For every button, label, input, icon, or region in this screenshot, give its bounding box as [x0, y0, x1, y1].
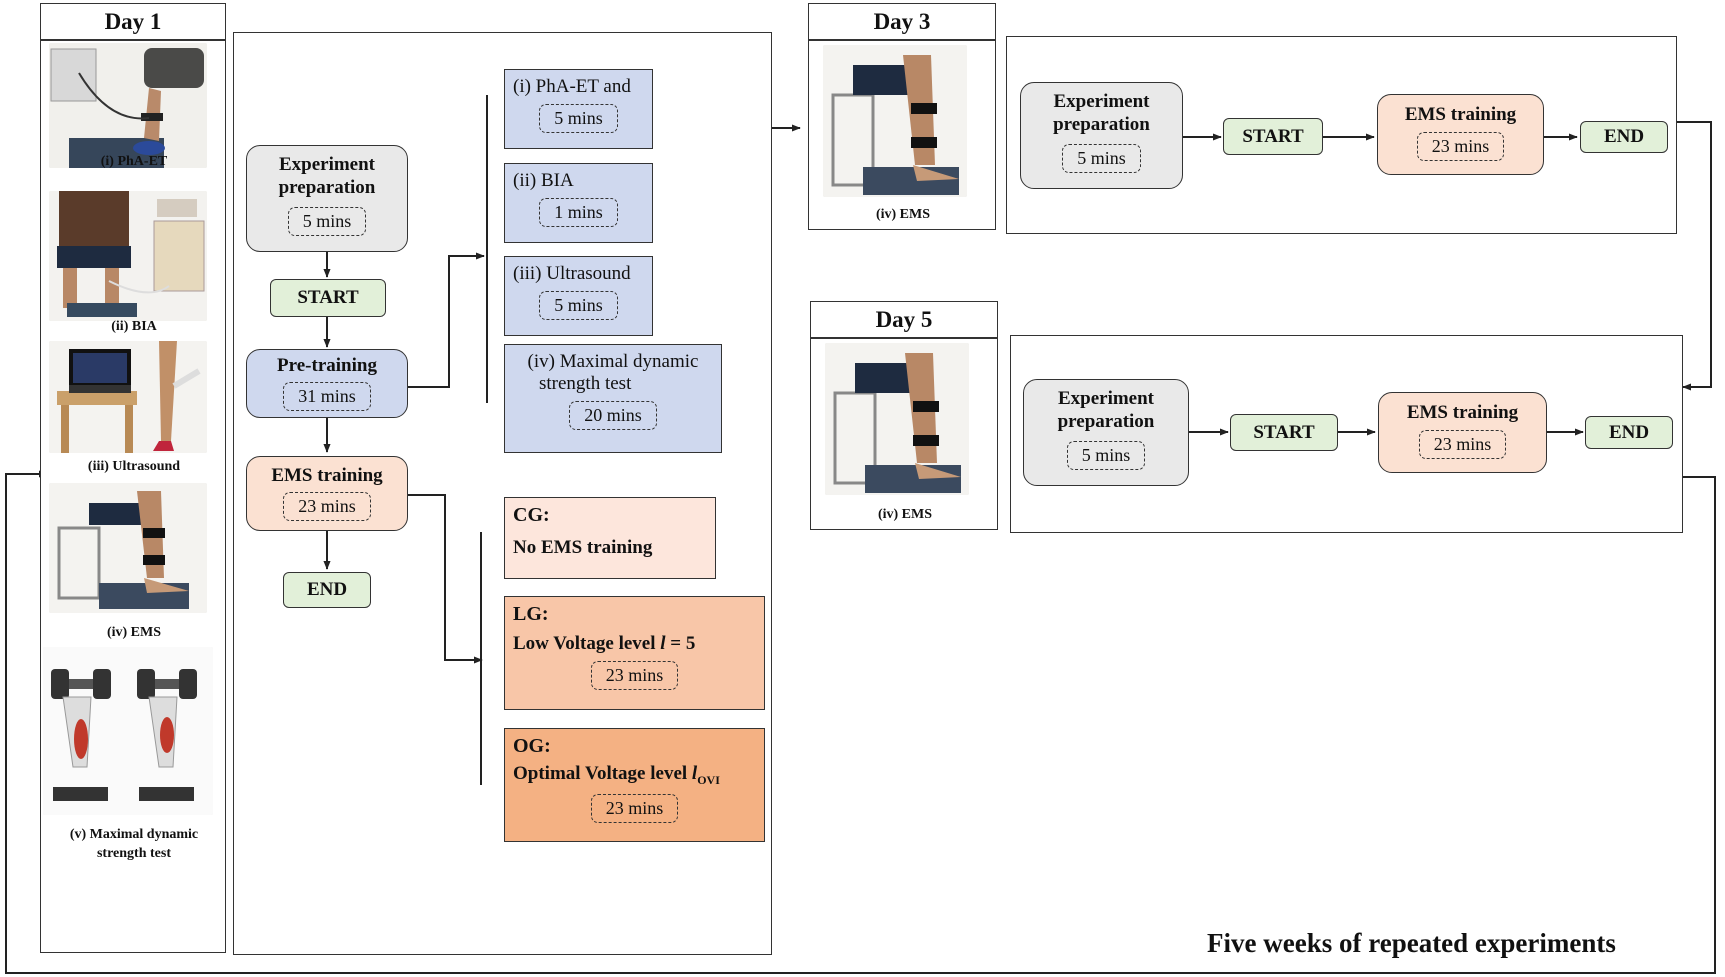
group-og-duration: 23 mins — [590, 793, 679, 823]
day1-start: START — [270, 279, 386, 317]
pretest-ultrasound: (iii) Ultrasound 5 mins — [504, 256, 653, 336]
ultrasound-photo — [49, 341, 207, 453]
pretest-strength-duration: 20 mins — [569, 401, 657, 430]
bia-photo — [49, 191, 207, 321]
pretest-bia: (ii) BIA 1 mins — [504, 163, 653, 243]
day3-end: END — [1580, 121, 1668, 153]
day1-pre-training: Pre-training 31 mins — [246, 349, 408, 418]
pretest-ultrasound-label: (iii) Ultrasound — [513, 263, 631, 284]
pretest-phaet-label: (i) PhA-ET and — [513, 76, 631, 97]
day3-prep-line1: Experiment — [1053, 91, 1150, 112]
ultrasound-caption: (iii) Ultrasound — [87, 459, 181, 474]
ems-training-label: EMS training — [271, 465, 383, 486]
day5-title: Day 5 — [810, 301, 998, 338]
strength-test-illustration — [43, 647, 213, 815]
day5-ems-training-label: EMS training — [1406, 402, 1519, 423]
day3-ems-training-label: EMS training — [1404, 104, 1517, 125]
ems-photo — [49, 483, 207, 613]
pretest-strength: (iv) Maximal dynamic strength test 20 mi… — [504, 344, 722, 453]
group-lg-duration: 23 mins — [590, 661, 679, 690]
bia-caption: (ii) BIA — [111, 319, 157, 334]
day1-flow-frame — [233, 32, 772, 955]
day1-end: END — [283, 572, 371, 608]
day3-photo-frame: (iv) EMS — [808, 40, 996, 230]
day5-ems-photo — [825, 343, 969, 495]
prep-duration: 5 mins — [287, 207, 367, 237]
day3-caption: (iv) EMS — [875, 207, 931, 222]
pretraining-label: Pre-training — [277, 355, 377, 376]
day3-ems-training-duration: 23 mins — [1416, 132, 1505, 162]
strength-caption-line1: (v) Maximal dynamic — [69, 827, 199, 842]
day5-ems-training: EMS training 23 mins — [1378, 392, 1547, 473]
day5-experiment-preparation: Experiment preparation 5 mins — [1023, 379, 1189, 486]
pretest-bia-duration: 1 mins — [539, 198, 618, 227]
group-og: OG: Optimal Voltage level lOVI 23 mins — [504, 728, 765, 842]
day3-start: START — [1223, 118, 1323, 155]
strength-caption-line2: strength test — [96, 846, 171, 861]
day3-prep-line2: preparation — [1053, 114, 1150, 136]
group-og-code: OG: — [513, 735, 551, 757]
pretest-ultrasound-duration: 5 mins — [539, 291, 618, 320]
group-cg: CG: No EMS training — [504, 497, 716, 579]
phaet-caption: (i) PhA-ET — [100, 154, 168, 169]
day1-title: Day 1 — [40, 3, 226, 40]
day1-experiment-preparation: Experiment preparation 5 mins — [246, 145, 408, 252]
group-og-desc: Optimal Voltage level lOVI — [513, 763, 720, 787]
day5-prep-duration: 5 mins — [1066, 441, 1146, 471]
repeat-caption: Five weeks of repeated experiments — [1207, 928, 1616, 958]
day5-ems-training-duration: 23 mins — [1418, 430, 1507, 460]
day3-experiment-preparation: Experiment preparation 5 mins — [1020, 82, 1183, 189]
group-lg-desc: Low Voltage level l = 5 — [513, 633, 696, 654]
group-cg-code: CG: — [513, 504, 550, 526]
day3-flow-frame — [1006, 36, 1677, 234]
day5-prep-line2: preparation — [1057, 411, 1155, 433]
day5-flow-frame — [1010, 335, 1683, 533]
pretest-strength-label-line1: (iv) Maximal dynamic — [527, 351, 699, 372]
ems-caption: (iv) EMS — [106, 625, 162, 640]
day3-ems-training: EMS training 23 mins — [1377, 94, 1544, 175]
group-lg: LG: Low Voltage level l = 5 23 mins — [504, 596, 765, 710]
pretest-strength-label-line2: strength test — [539, 373, 632, 394]
group-cg-desc: No EMS training — [513, 537, 653, 558]
pretest-phaet-duration: 5 mins — [539, 104, 618, 133]
pretest-phaet: (i) PhA-ET and 5 mins — [504, 69, 653, 149]
day3-prep-duration: 5 mins — [1062, 144, 1141, 174]
pretest-bia-label: (ii) BIA — [513, 170, 574, 191]
pretraining-duration: 31 mins — [283, 382, 371, 412]
day3-ems-photo — [823, 45, 967, 197]
day1-ems-training: EMS training 23 mins — [246, 456, 408, 531]
day3-title: Day 3 — [808, 3, 996, 40]
day1-photo-column: (i) PhA-ET (ii) BIA (iii) Ult — [40, 40, 226, 953]
ems-training-duration: 23 mins — [283, 492, 371, 522]
group-lg-code: LG: — [513, 603, 549, 625]
day5-prep-line1: Experiment — [1057, 388, 1155, 409]
day5-caption: (iv) EMS — [877, 507, 933, 522]
prep-label-line2: preparation — [278, 177, 376, 199]
day5-start: START — [1230, 414, 1338, 451]
day5-end: END — [1585, 416, 1673, 449]
day5-photo-frame: (iv) EMS — [810, 338, 998, 530]
prep-label-line1: Experiment — [278, 154, 376, 175]
phaet-photo — [49, 43, 207, 168]
